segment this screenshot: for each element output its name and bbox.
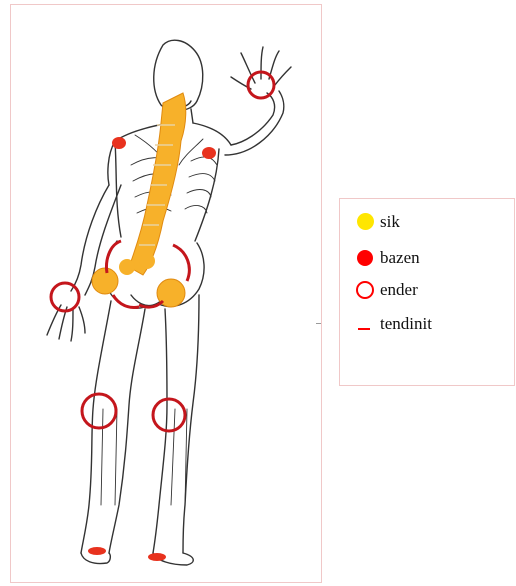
legend-item-bazen: bazen (354, 247, 420, 269)
legend-label: sik (380, 211, 400, 233)
pelvis-right-arc (173, 245, 189, 281)
legend-label: bazen (380, 247, 420, 269)
figure-panel (10, 4, 322, 583)
yellow-dot-icon (354, 211, 376, 233)
legend-panel: sik bazen ender tendinit (339, 198, 515, 386)
divider-tick (316, 323, 321, 324)
legend-label: ender (380, 279, 418, 301)
left-knee-ring (82, 394, 116, 428)
right-knee-ring (153, 399, 185, 431)
left-wrist-ring (51, 283, 79, 311)
body-figure (11, 5, 323, 584)
hip-left-arc (113, 295, 139, 308)
red-dot-icon (354, 247, 376, 269)
red-dash-icon (354, 313, 376, 335)
legend-label: tendinit (380, 313, 432, 335)
legend-item-tendinit: tendinit (354, 313, 432, 335)
legend-item-ender: ender (354, 279, 418, 301)
legend-item-sik: sik (354, 211, 400, 233)
red-ring-icon (354, 279, 376, 301)
